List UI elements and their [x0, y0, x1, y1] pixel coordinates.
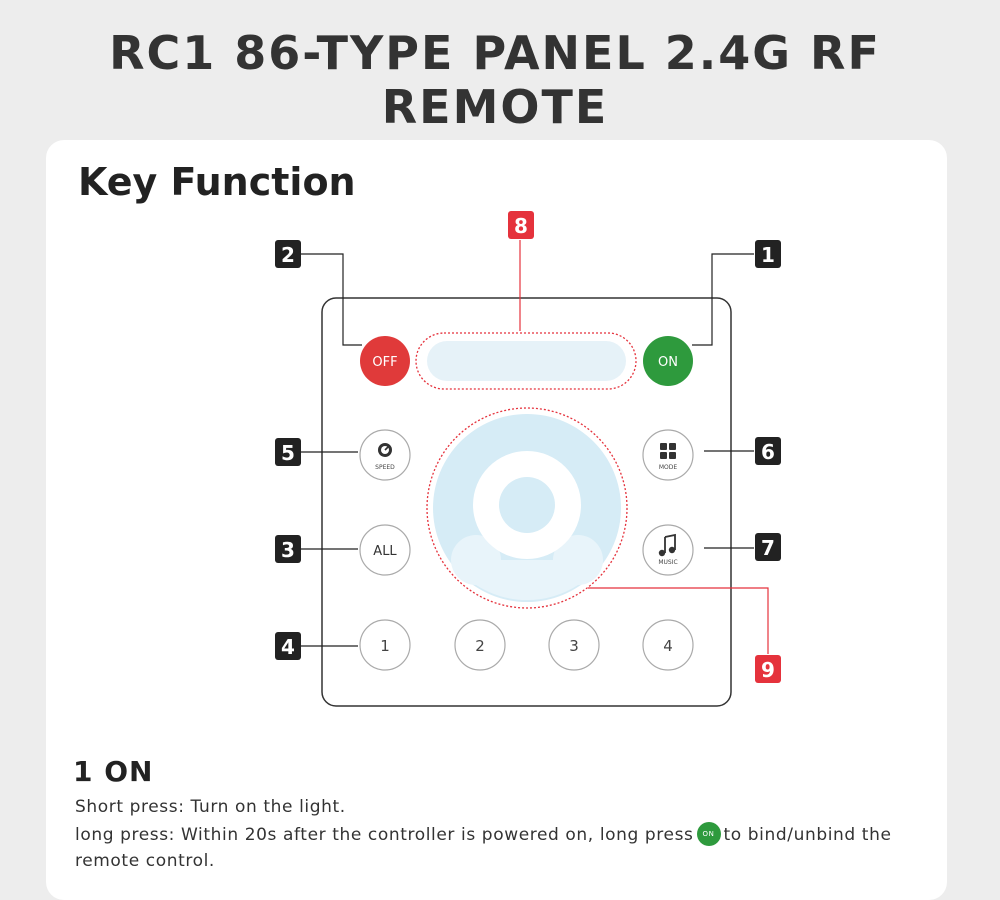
zone-1-label: 1 — [380, 637, 390, 655]
description-line-2: long press: Within 20s after the control… — [75, 822, 892, 847]
all-button[interactable] — [359, 524, 411, 576]
zone-3-label: 3 — [569, 637, 579, 655]
description-line-2-end: to bind/unbind the — [723, 825, 892, 845]
zone-4-button[interactable] — [642, 619, 694, 671]
callout-9: 9 — [755, 655, 781, 683]
description-heading: 1 ON — [73, 755, 154, 788]
zone-3-button[interactable] — [548, 619, 600, 671]
callout-8-label: 8 — [514, 214, 528, 238]
on-button-label: ON — [658, 355, 678, 370]
callout-3-label: 3 — [281, 538, 295, 562]
callout-7: 7 — [755, 533, 781, 561]
zone-4-label: 4 — [663, 637, 673, 655]
off-button-label: OFF — [372, 355, 397, 370]
zone-2-button[interactable] — [454, 619, 506, 671]
callout-4-label: 4 — [281, 635, 295, 659]
leader-line-1 — [692, 253, 754, 346]
color-wheel[interactable] — [433, 414, 621, 602]
callout-4: 4 — [275, 632, 301, 660]
callout-6: 6 — [755, 437, 781, 465]
speedometer-icon — [378, 443, 392, 457]
callout-5: 5 — [275, 438, 301, 466]
callout-7-label: 7 — [761, 536, 775, 560]
center-button[interactable] — [499, 477, 555, 533]
mode-button[interactable] — [642, 429, 694, 481]
color-wheel-outline — [426, 407, 628, 609]
page-title: RC1 86-TYPE PANEL 2.4G RF REMOTE — [109, 26, 881, 134]
callout-5-label: 5 — [281, 441, 295, 465]
zone-1-button[interactable] — [359, 619, 411, 671]
zone-2-label: 2 — [475, 637, 485, 655]
mode-label: MODE — [659, 464, 678, 471]
callout-1: 1 — [755, 240, 781, 268]
on-inline-icon: ON — [696, 822, 721, 846]
description-line-3: remote control. — [75, 851, 215, 871]
music-label: MUSIC — [658, 559, 677, 566]
off-button[interactable]: OFF — [360, 336, 410, 386]
on-button[interactable]: ON — [643, 336, 693, 386]
leader-line-2 — [300, 253, 362, 346]
music-note-icon — [658, 533, 676, 557]
music-button[interactable] — [642, 524, 694, 576]
callout-8: 8 — [508, 211, 534, 239]
speed-label: SPEED — [375, 464, 395, 471]
callout-1-label: 1 — [761, 243, 775, 267]
callout-9-label: 9 — [761, 658, 775, 682]
callout-2: 2 — [275, 240, 301, 268]
leader-line-9 — [588, 587, 769, 654]
callout-2-label: 2 — [281, 243, 295, 267]
callout-6-label: 6 — [761, 440, 775, 464]
brightness-slider[interactable] — [427, 341, 626, 381]
description-line-1: Short press: Turn on the light. — [75, 797, 346, 817]
section-title: Key Function — [78, 160, 356, 204]
all-label: ALL — [373, 544, 397, 559]
grid-icon — [660, 443, 676, 459]
callout-3: 3 — [275, 535, 301, 563]
remote-diagram: OFF ON SPEED MODE ALL — [275, 211, 781, 707]
description-line-2-start: long press: Within 20s after the control… — [75, 825, 694, 845]
